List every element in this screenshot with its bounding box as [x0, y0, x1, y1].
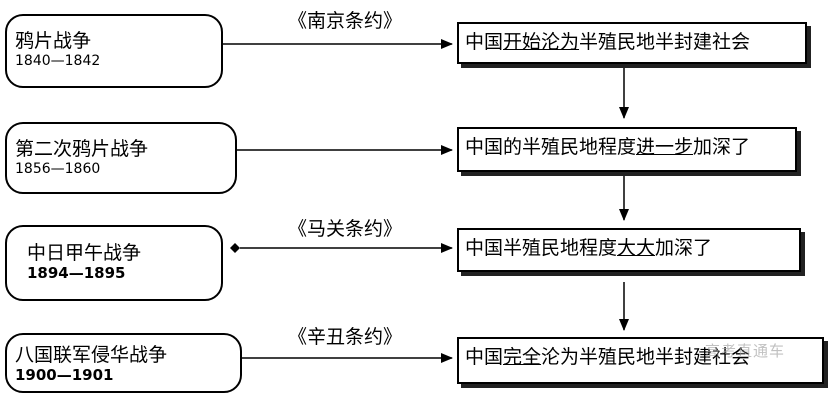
result-box-4: 中国完全沦为半殖民地半封建社会	[457, 337, 824, 384]
war-years: 1840—1842	[15, 53, 101, 69]
diamond-connector	[230, 243, 240, 253]
result-prefix: 中国的半殖民地程度	[465, 136, 637, 158]
treaty-label-nanjing: 《南京条约》	[288, 10, 403, 32]
result-emphasis: 完全	[503, 346, 542, 368]
war-years: 1856—1860	[15, 161, 101, 177]
war-name: 鸦片战争	[15, 30, 92, 52]
result-emphasis: 大大	[617, 237, 656, 259]
result-prefix: 中国半殖民地程度	[465, 237, 618, 259]
result-prefix: 中国	[465, 346, 504, 368]
result-suffix: 半殖民地半封建社会	[579, 31, 751, 53]
result-box-2: 中国的半殖民地程度进一步加深了	[457, 127, 797, 172]
war-name: 八国联军侵华战争	[15, 344, 168, 366]
war-years: 1894—1895	[27, 264, 126, 282]
result-emphasis: 开始沦为	[503, 31, 580, 53]
war-years: 1900—1901	[15, 366, 114, 384]
war-name: 第二次鸦片战争	[15, 138, 149, 160]
watermark: 高考直通车	[705, 342, 786, 360]
war-box-sino-japanese-war: 中日甲午战争 1894—1895	[5, 225, 223, 301]
result-prefix: 中国	[465, 31, 504, 53]
war-box-eight-nation-alliance: 八国联军侵华战争 1900—1901	[5, 333, 242, 393]
result-suffix: 加深了	[693, 136, 751, 158]
result-emphasis: 进一步	[636, 136, 694, 158]
war-name: 中日甲午战争	[27, 242, 142, 264]
result-suffix: 加深了	[655, 237, 713, 259]
result-box-3: 中国半殖民地程度大大加深了	[457, 228, 801, 272]
result-suffix: 沦为半殖民地半封建社会	[541, 346, 751, 368]
war-box-opium-war: 鸦片战争 1840—1842	[5, 14, 223, 88]
war-box-second-opium-war: 第二次鸦片战争 1856—1860	[5, 122, 237, 194]
treaty-label-boxer: 《辛丑条约》	[288, 326, 403, 348]
treaty-label-shimonoseki: 《马关条约》	[288, 218, 403, 240]
result-box-1: 中国开始沦为半殖民地半封建社会	[457, 22, 807, 64]
